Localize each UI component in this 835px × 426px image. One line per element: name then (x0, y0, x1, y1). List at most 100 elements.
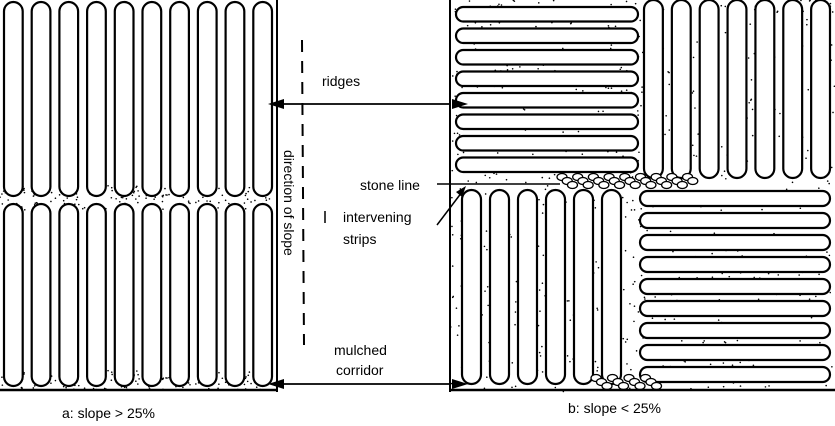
mulch-dot (1, 384, 4, 386)
mulch-dot (605, 86, 607, 89)
ridge (252, 0, 274, 198)
mulch-dot (625, 0, 628, 3)
mulch-dot (582, 90, 584, 92)
mulch-dot (145, 197, 147, 199)
mulch-dot (110, 186, 113, 189)
mulch-dot (697, 133, 700, 135)
mulch-dot (810, 316, 813, 319)
mulch-dot (462, 151, 465, 154)
mulch-dot (691, 144, 694, 147)
mulch-dot (133, 190, 136, 193)
stone (582, 180, 594, 190)
mulch-dot (83, 387, 86, 389)
mulch-dot (131, 194, 134, 197)
arrowhead-right (452, 379, 468, 389)
mulch-dot (541, 282, 544, 284)
mulch-dot (806, 23, 808, 26)
stone (645, 180, 657, 190)
ridge (638, 255, 832, 274)
mulch-dot (532, 153, 534, 156)
mulch-dot (596, 370, 598, 372)
ridge (85, 0, 107, 198)
mulch-dot (799, 340, 801, 342)
mulch-dot (467, 180, 470, 182)
mulch-dot (640, 104, 642, 107)
mulch-dot (602, 110, 604, 113)
mulch-dot (702, 341, 704, 344)
mulch-dot (632, 283, 634, 286)
mulch-dot (137, 373, 139, 376)
mulch-dot (120, 196, 123, 199)
mulch-dot (626, 363, 628, 365)
mulch-dot (750, 98, 753, 101)
mulch-dot (451, 169, 454, 172)
mulch-dot (454, 8, 457, 10)
mulch-dot (161, 200, 164, 203)
mulch-dot (510, 236, 513, 238)
mulch-dot (830, 166, 833, 169)
mulch-dot (566, 355, 569, 357)
mulch-dot (111, 373, 113, 376)
mulch-dot (626, 338, 629, 341)
mulch-dot (673, 318, 676, 320)
mulch-dot (717, 319, 720, 321)
mulch-dot (553, 173, 556, 176)
mulch-dot (680, 340, 683, 342)
mulch-dot (189, 202, 191, 205)
ridge (58, 202, 80, 388)
ridge (670, 0, 692, 180)
mulch-dot (736, 339, 739, 342)
mulch-dot (791, 181, 794, 184)
ridge (638, 343, 832, 362)
stone (650, 381, 663, 391)
mulch-dot (244, 207, 247, 210)
mulch-dot (182, 196, 185, 199)
mulch-dot (513, 0, 516, 2)
mulch-dot (720, 4, 723, 7)
mulch-dot (138, 195, 140, 197)
mulch-dot (137, 190, 139, 192)
ridge (30, 0, 52, 198)
mulch-dot (136, 370, 138, 372)
mulch-dot (569, 319, 572, 322)
mulch-dot (750, 79, 753, 81)
mulch-dot (731, 364, 734, 367)
mulch-dot (265, 199, 268, 202)
mulch-dot (664, 318, 666, 321)
mulch-dot (77, 203, 80, 206)
mulch-dot (749, 23, 752, 25)
mulch-dot (595, 261, 597, 263)
mulch-dot (665, 115, 667, 117)
mulch-dot (634, 2, 637, 5)
mulch-dot (696, 41, 698, 43)
mulch-dot (189, 383, 191, 386)
mulch-dot (799, 207, 802, 210)
intervening-strips-label: intervening (343, 209, 412, 225)
mulch-dot (767, 272, 770, 275)
mulch-dot (245, 192, 247, 195)
mulch-dot (217, 207, 219, 209)
mulch-dot (32, 195, 35, 197)
ridge (754, 0, 776, 180)
mulch-dot (541, 345, 543, 348)
mulch-dot (539, 355, 542, 357)
mulch-dot (501, 86, 504, 89)
mulch-dot (454, 95, 456, 97)
mulch-dot (519, 66, 521, 68)
stone-line-group (556, 172, 699, 391)
ridge (196, 0, 218, 198)
mulch-dot (638, 151, 640, 154)
mulch-dot (607, 24, 610, 27)
mulch-dot (594, 207, 597, 209)
ridge (169, 202, 190, 388)
mulch-dot (596, 307, 598, 310)
ridge (454, 113, 640, 131)
mulch-dot (75, 198, 78, 201)
mulch-dot (641, 86, 643, 88)
mulch-dot (622, 337, 625, 340)
mulch-dot (243, 202, 246, 204)
stone (617, 381, 630, 391)
mulch-dot (456, 70, 458, 73)
mulch-dot (206, 200, 208, 202)
mulch-dot (819, 341, 821, 344)
